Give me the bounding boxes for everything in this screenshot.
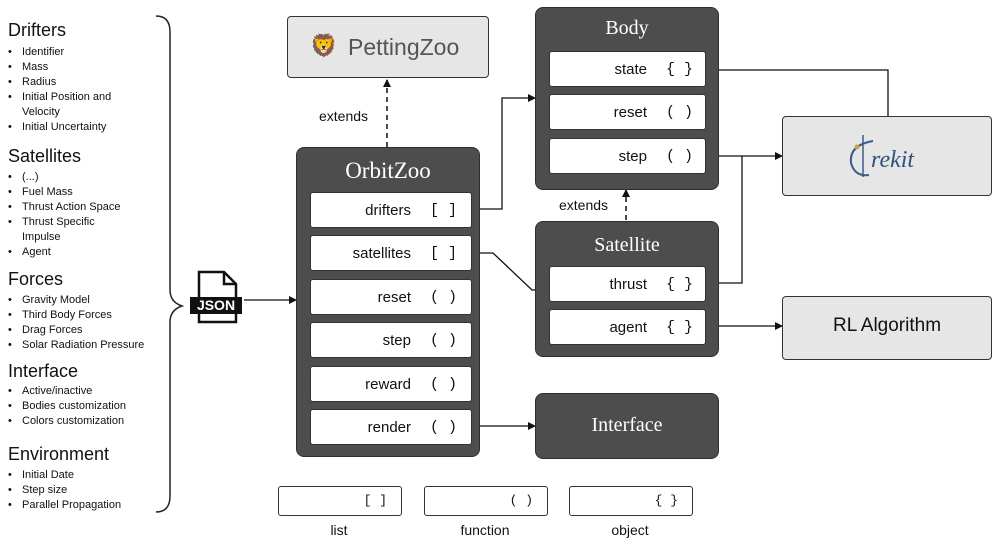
satellite-box: Satellite thrust { } agent { } bbox=[535, 221, 719, 357]
body-box: Body state { } reset ( ) step ( ) bbox=[535, 7, 719, 190]
list-item: Third Body Forces bbox=[8, 308, 144, 323]
orbitzoo-row-render: render ( ) bbox=[310, 409, 472, 445]
section-title-environment: Environment bbox=[8, 444, 110, 464]
list-item: Agent bbox=[8, 245, 122, 260]
orbitzoo-row-reward: reward ( ) bbox=[310, 366, 472, 402]
arrow-drifters-body bbox=[471, 94, 536, 210]
satellite-row-agent: agent { } bbox=[549, 309, 706, 345]
row-name: reset bbox=[377, 288, 411, 306]
config-brace bbox=[155, 15, 185, 513]
list-item: Mass bbox=[8, 60, 140, 75]
satellite-row-thrust: thrust { } bbox=[549, 266, 706, 302]
orbitzoo-row-drifters: drifters [ ] bbox=[310, 192, 472, 228]
list-item: Solar Radiation Pressure bbox=[8, 338, 144, 353]
row-name: step bbox=[382, 331, 411, 349]
list-item: Colors customization bbox=[8, 414, 126, 429]
row-name: satellites bbox=[352, 244, 411, 262]
legend-symbol: ( ) bbox=[509, 493, 533, 508]
legend-function-box: ( ) bbox=[424, 486, 548, 516]
section-title-forces: Forces bbox=[8, 269, 64, 289]
list-item: Parallel Propagation bbox=[8, 498, 121, 513]
section-title-drifters: Drifters bbox=[8, 20, 66, 40]
row-name: agent bbox=[609, 318, 647, 336]
row-name: reward bbox=[365, 375, 411, 393]
row-type-symbol: { } bbox=[665, 275, 693, 293]
list-item: Initial Uncertainty bbox=[8, 120, 140, 135]
pettingzoo-logo-icon: 🦁 bbox=[310, 33, 338, 58]
list-item: Fuel Mass bbox=[8, 185, 122, 200]
row-type-symbol: ( ) bbox=[429, 331, 457, 349]
row-name: drifters bbox=[365, 201, 411, 219]
body-row-state: state { } bbox=[549, 51, 706, 87]
section-list-forces: Gravity Model Third Body Forces Drag For… bbox=[8, 293, 144, 353]
legend-list-label: list bbox=[330, 522, 348, 538]
list-item: Radius bbox=[8, 75, 140, 90]
orekit-label: rekit bbox=[871, 147, 915, 173]
section-list-environment: Initial Date Step size Parallel Propagat… bbox=[8, 468, 121, 513]
list-item: Thrust Specific Impulse bbox=[8, 215, 122, 245]
list-item: (...) bbox=[8, 170, 122, 185]
row-type-symbol: ( ) bbox=[429, 288, 457, 306]
row-name: step bbox=[618, 147, 647, 165]
row-name: reset bbox=[613, 103, 647, 121]
orbitzoo-box: OrbitZoo drifters [ ] satellites [ ] res… bbox=[296, 147, 480, 457]
row-type-symbol: [ ] bbox=[429, 244, 457, 262]
json-file-label: JSON bbox=[196, 297, 236, 313]
list-item: Gravity Model bbox=[8, 293, 144, 308]
orbitzoo-row-reset: reset ( ) bbox=[310, 279, 472, 315]
legend-symbol: [ ] bbox=[363, 493, 387, 508]
row-type-symbol: ( ) bbox=[429, 375, 457, 393]
orbitzoo-row-step: step ( ) bbox=[310, 322, 472, 358]
legend-object-label: object bbox=[611, 522, 649, 538]
section-list-satellites: (...) Fuel Mass Thrust Action Space Thru… bbox=[8, 170, 122, 260]
extends-label-orbitzoo: extends bbox=[319, 108, 369, 124]
body-row-step: step ( ) bbox=[549, 138, 706, 174]
list-item: Bodies customization bbox=[8, 399, 126, 414]
list-item: Thrust Action Space bbox=[8, 200, 122, 215]
legend-object-box: { } bbox=[569, 486, 693, 516]
list-item: Active/inactive bbox=[8, 384, 126, 399]
list-item: Initial Position and Velocity bbox=[8, 90, 140, 120]
legend-symbol: { } bbox=[654, 493, 678, 508]
section-list-drifters: Identifier Mass Radius Initial Position … bbox=[8, 45, 140, 135]
list-item: Identifier bbox=[8, 45, 140, 60]
row-name: state bbox=[614, 60, 647, 78]
pettingzoo-box: 🦁 PettingZoo bbox=[287, 16, 489, 78]
row-name: render bbox=[367, 418, 411, 436]
orekit-box: rekit bbox=[782, 116, 992, 196]
body-title: Body bbox=[605, 17, 649, 39]
row-type-symbol: { } bbox=[665, 60, 693, 78]
orbitzoo-title: OrbitZoo bbox=[345, 158, 431, 183]
rl-algorithm-box: RL Algorithm bbox=[782, 296, 992, 360]
row-type-symbol: ( ) bbox=[665, 147, 693, 165]
section-title-interface: Interface bbox=[8, 361, 79, 381]
section-title-satellites: Satellites bbox=[8, 146, 82, 166]
body-row-reset: reset ( ) bbox=[549, 94, 706, 130]
section-list-interface: Active/inactive Bodies customization Col… bbox=[8, 384, 126, 429]
row-type-symbol: ( ) bbox=[665, 103, 693, 121]
list-item: Step size bbox=[8, 483, 121, 498]
satellite-title: Satellite bbox=[594, 234, 660, 256]
list-item: Drag Forces bbox=[8, 323, 144, 338]
interface-title: Interface bbox=[591, 414, 663, 436]
orbitzoo-row-satellites: satellites [ ] bbox=[310, 235, 472, 271]
legend-list-box: [ ] bbox=[278, 486, 402, 516]
arrow-orekit-state bbox=[705, 66, 889, 116]
interface-box: Interface bbox=[535, 393, 719, 459]
pettingzoo-label: PettingZoo bbox=[348, 34, 460, 60]
row-type-symbol: [ ] bbox=[429, 201, 457, 219]
rl-algorithm-label: RL Algorithm bbox=[832, 315, 942, 336]
extends-label-satellite: extends bbox=[559, 197, 609, 213]
json-file-icon: JSON bbox=[190, 270, 242, 326]
legend-function-label: function bbox=[460, 522, 510, 538]
orekit-logo-icon bbox=[849, 135, 874, 177]
row-type-symbol: { } bbox=[665, 318, 693, 336]
list-item: Initial Date bbox=[8, 468, 121, 483]
row-type-symbol: ( ) bbox=[429, 418, 457, 436]
row-name: thrust bbox=[609, 275, 647, 293]
